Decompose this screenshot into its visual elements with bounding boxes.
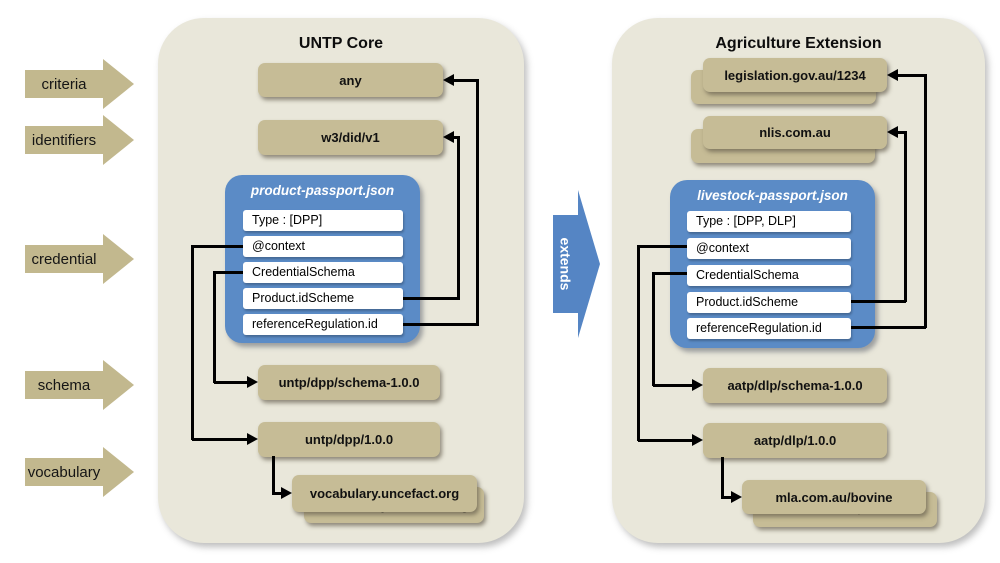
connector-segment xyxy=(192,438,248,441)
product-passport-title: product-passport.json xyxy=(250,183,395,198)
connector-segment xyxy=(403,323,479,326)
untp-vocab-box: vocabulary.uncefact.org xyxy=(292,475,477,512)
flow-arrow-head-criteria xyxy=(103,59,134,109)
connector-segment xyxy=(191,245,194,440)
untp-any-box: any xyxy=(258,63,443,97)
connector-segment xyxy=(638,245,687,248)
connector-segment xyxy=(653,384,694,387)
connector-segment xyxy=(898,74,926,77)
connector-segment xyxy=(638,439,694,442)
livestock-passport-title: livestock-passport.json xyxy=(697,188,848,203)
arrowhead-icon xyxy=(443,131,454,143)
flow-label-vocabulary: vocabulary xyxy=(25,458,103,486)
connector-segment xyxy=(851,326,926,329)
arrowhead-icon xyxy=(887,126,898,138)
ag-nlis-box: nlis.com.au xyxy=(703,116,887,149)
livestock-row-credschema: CredentialSchema xyxy=(687,265,851,286)
connector-segment xyxy=(213,271,216,383)
ag-schema-box: aatp/dlp/schema-1.0.0 xyxy=(703,368,887,403)
flow-label-credential: credential xyxy=(25,245,103,273)
connector-segment xyxy=(454,79,478,82)
livestock-row-type: Type : [DPP, DLP] xyxy=(687,211,851,232)
agriculture-extension-title: Agriculture Extension xyxy=(715,35,882,53)
passport-row-type: Type : [DPP] xyxy=(243,210,403,231)
connector-segment xyxy=(454,136,460,139)
livestock-row-refreg: referenceRegulation.id xyxy=(687,318,851,339)
connector-segment xyxy=(403,297,460,300)
ag-legislation-box: legislation.gov.au/1234 xyxy=(703,58,887,92)
connector-segment xyxy=(637,245,640,441)
arrowhead-icon xyxy=(731,491,742,503)
connector-segment xyxy=(272,492,283,495)
extends-arrow-head xyxy=(578,190,600,338)
livestock-row-context: @context xyxy=(687,238,851,259)
connector-segment xyxy=(214,271,243,274)
connector-segment xyxy=(652,272,655,386)
passport-row-refreg: referenceRegulation.id xyxy=(243,314,403,335)
flow-arrow-head-credential xyxy=(103,234,134,284)
connector-segment xyxy=(898,131,906,134)
passport-row-idscheme: Product.idScheme xyxy=(243,288,403,309)
ag-vocab-box: mla.com.au/bovine xyxy=(742,480,926,514)
untp-schema-box: untp/dpp/schema-1.0.0 xyxy=(258,365,440,400)
connector-segment xyxy=(721,496,733,499)
extends-arrow: extends xyxy=(553,215,578,313)
connector-segment xyxy=(851,300,906,303)
connector-segment xyxy=(457,136,460,299)
arrowhead-icon xyxy=(247,376,258,388)
connector-segment xyxy=(272,456,275,494)
flow-arrow-head-vocabulary xyxy=(103,447,134,497)
connector-segment xyxy=(476,79,479,325)
ag-context-box: aatp/dlp/1.0.0 xyxy=(703,423,887,458)
passport-row-context: @context xyxy=(243,236,403,257)
arrowhead-icon xyxy=(443,74,454,86)
extends-label: extends xyxy=(557,237,574,291)
connector-segment xyxy=(904,131,907,302)
livestock-row-idscheme: Product.idScheme xyxy=(687,292,851,313)
connector-segment xyxy=(721,457,724,497)
arrowhead-icon xyxy=(692,379,703,391)
connector-segment xyxy=(214,381,248,384)
arrowhead-icon xyxy=(247,433,258,445)
flow-arrow-head-schema xyxy=(103,360,134,410)
flow-label-identifiers: identifiers xyxy=(25,126,103,154)
untp-did-box: w3/did/v1 xyxy=(258,120,443,155)
connector-segment xyxy=(924,74,927,328)
connector-segment xyxy=(192,245,243,248)
arrowhead-icon xyxy=(281,487,292,499)
untp-core-title: UNTP Core xyxy=(298,35,384,53)
untp-context-box: untp/dpp/1.0.0 xyxy=(258,422,440,457)
arrowhead-icon xyxy=(887,69,898,81)
passport-row-credschema: CredentialSchema xyxy=(243,262,403,283)
flow-label-criteria: criteria xyxy=(25,70,103,98)
connector-segment xyxy=(653,272,687,275)
arrowhead-icon xyxy=(692,434,703,446)
flow-arrow-head-identifiers xyxy=(103,115,134,165)
flow-label-schema: schema xyxy=(25,371,103,399)
